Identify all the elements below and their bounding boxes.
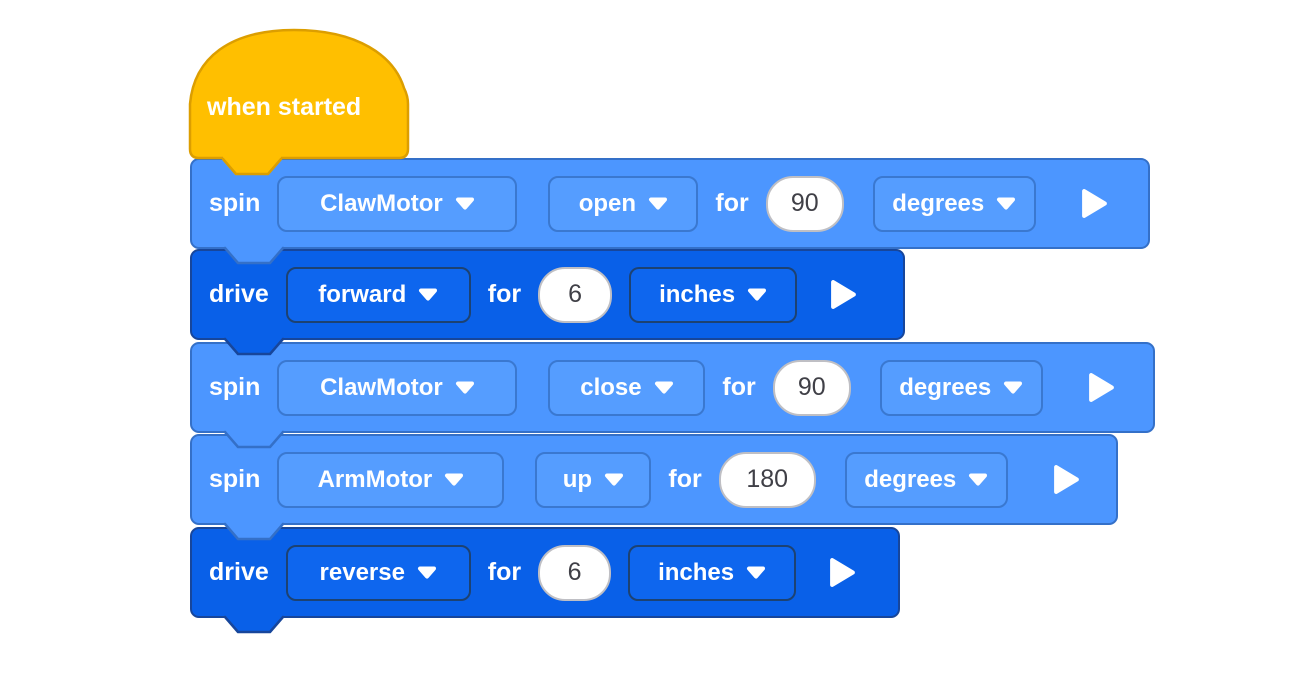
block-verb-label: spin [209, 373, 261, 401]
chevron-down-icon [455, 381, 474, 394]
when-started-hat-block[interactable]: when started [188, 28, 410, 175]
chevron-down-icon [747, 566, 766, 579]
for-label: for [668, 465, 702, 493]
drive-forward-block[interactable]: drive forward for 6 inches [190, 249, 905, 355]
chevron-down-icon [997, 197, 1016, 210]
connector-tab [223, 241, 285, 264]
dropdown-value: ClawMotor [320, 373, 443, 401]
for-label: for [487, 558, 522, 586]
dropdown-value: up [562, 465, 593, 493]
for-label: for [715, 189, 749, 217]
block-verb-label: spin [209, 189, 261, 217]
value-input[interactable]: 90 [765, 175, 844, 232]
connector-tab [223, 425, 285, 448]
connector-tab [221, 152, 283, 175]
unit-dropdown[interactable]: degrees [872, 175, 1036, 232]
unit-dropdown[interactable]: inches [628, 544, 797, 601]
dropdown-value: reverse [319, 558, 405, 586]
dropdown-value: inches [659, 280, 736, 308]
direction-dropdown[interactable]: up [535, 451, 652, 508]
hat-shape [188, 28, 410, 160]
motor-dropdown[interactable]: ClawMotor [277, 359, 518, 416]
value-input[interactable]: 6 [538, 266, 613, 323]
chevron-down-icon [969, 473, 988, 486]
for-label: for [487, 280, 522, 308]
chevron-down-icon [445, 473, 464, 486]
for-label: for [722, 373, 756, 401]
value-input[interactable]: 90 [772, 359, 851, 416]
chevron-down-icon [1004, 381, 1023, 394]
direction-dropdown[interactable]: open [548, 175, 699, 232]
connector-tab [223, 332, 285, 355]
chevron-down-icon [654, 381, 673, 394]
drive-reverse-block[interactable]: drive reverse for 6 inches [190, 527, 900, 633]
connector-tab [223, 517, 285, 540]
motor-dropdown[interactable]: ClawMotor [277, 175, 518, 232]
chevron-down-icon [649, 197, 668, 210]
chevron-down-icon [748, 288, 767, 301]
connector-tab [223, 610, 285, 633]
direction-dropdown[interactable]: forward [285, 266, 471, 323]
spin-clawmotor-close-block[interactable]: spin ClawMotor close for 90 degrees [190, 342, 1155, 448]
chevron-down-icon [417, 566, 436, 579]
value-input[interactable]: 180 [718, 451, 816, 508]
chevron-down-icon [455, 197, 474, 210]
unit-dropdown[interactable]: inches [629, 266, 798, 323]
dropdown-value: close [580, 373, 642, 401]
play-icon[interactable] [1081, 188, 1108, 219]
dropdown-value: degrees [864, 465, 957, 493]
play-icon[interactable] [1053, 464, 1080, 495]
unit-dropdown[interactable]: degrees [879, 359, 1043, 416]
dropdown-value: open [578, 189, 637, 217]
chevron-down-icon [605, 473, 624, 486]
dropdown-value: degrees [899, 373, 992, 401]
unit-dropdown[interactable]: degrees [844, 451, 1008, 508]
dropdown-value: degrees [892, 189, 985, 217]
dropdown-value: ClawMotor [320, 189, 443, 217]
hat-label: when started [207, 93, 362, 121]
dropdown-value: inches [658, 558, 735, 586]
value-input[interactable]: 6 [538, 544, 612, 601]
dropdown-value: forward [318, 280, 407, 308]
direction-dropdown[interactable]: reverse [285, 544, 471, 601]
play-icon[interactable] [1088, 372, 1115, 403]
spin-armmotor-up-block[interactable]: spin ArmMotor up for 180 degrees [190, 434, 1118, 540]
dropdown-value: ArmMotor [317, 465, 433, 493]
play-icon[interactable] [830, 279, 857, 310]
chevron-down-icon [419, 288, 438, 301]
spin-clawmotor-open-block[interactable]: spin ClawMotor open for 90 degrees [190, 158, 1150, 264]
block-verb-label: drive [209, 558, 269, 586]
block-verb-label: drive [209, 280, 269, 308]
block-verb-label: spin [209, 465, 261, 493]
motor-dropdown[interactable]: ArmMotor [277, 451, 505, 508]
direction-dropdown[interactable]: close [548, 359, 706, 416]
play-icon[interactable] [829, 557, 856, 588]
